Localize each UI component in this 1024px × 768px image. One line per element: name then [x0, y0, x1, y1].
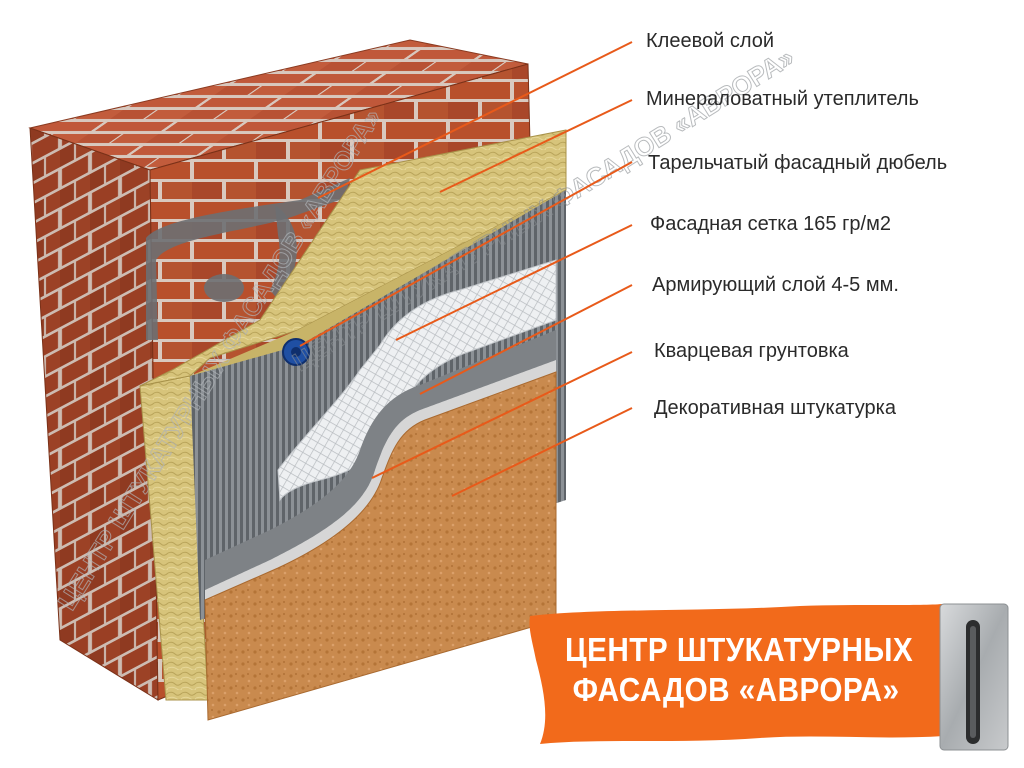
leader-plaster [451, 407, 633, 497]
mineral-wool-shape [139, 129, 567, 701]
banner-text: ЦЕНТР ШТУКАТУРНЫХ ФАСАДОВ «АВРОРА» [565, 630, 914, 710]
leader-reinforcing [419, 284, 633, 395]
label-quartz-primer: Кварцевая грунтовка [654, 340, 849, 362]
label-adhesive-layer: Клеевой слой [646, 30, 775, 52]
decorative-plaster-shape [204, 371, 557, 721]
facade-dowel-icon [282, 338, 310, 366]
label-mineral-wool: Минераловатный утеплитель [646, 88, 919, 110]
quartz-primer-shape [205, 330, 556, 600]
label-decorative-plaster: Декоративная штукатурка [654, 397, 896, 419]
label-reinforcing-layer: Армирующий слой 4-5 мм. [652, 274, 899, 296]
brick-wall-side [29, 127, 159, 701]
label-facade-dowel: Тарельчатый фасадный дюбель [648, 152, 948, 174]
leader-mesh [395, 224, 633, 341]
brand-banner [529, 604, 944, 744]
label-facade-mesh: Фасадная сетка 165 гр/м2 [650, 213, 891, 235]
banner-line-2: ФАСАДОВ «АВРОРА» [572, 671, 900, 708]
leader-primer [371, 351, 633, 479]
leader-dowel [299, 161, 633, 347]
banner-line-1: ЦЕНТР ШТУКАТУРНЫХ [565, 631, 914, 668]
leader-adhesive [317, 41, 633, 199]
leader-lines [299, 41, 633, 497]
leader-mineral-wool [439, 99, 633, 193]
trowel-icon [939, 603, 1009, 751]
